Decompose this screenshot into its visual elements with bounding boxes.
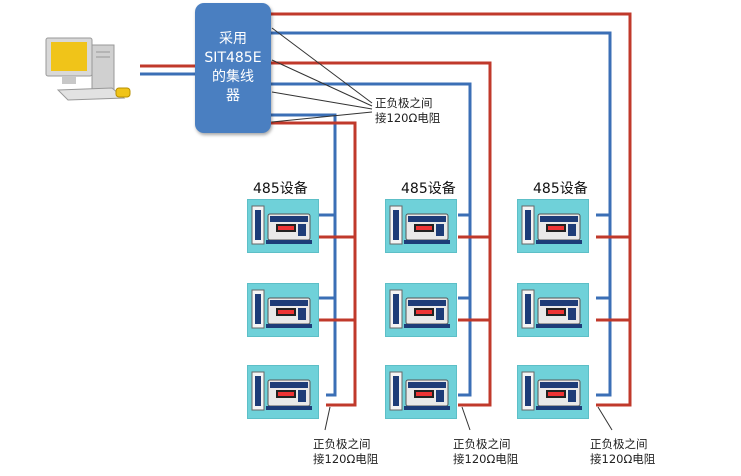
device-icon — [521, 289, 582, 329]
device-icon — [389, 371, 450, 411]
device-2-2 — [385, 283, 457, 337]
bottom-annotation-3-line-1: 正负极之间 — [590, 437, 648, 451]
hub-label-line-3: 的集线 — [212, 69, 254, 85]
group-2-title: 485设备 — [401, 181, 456, 197]
device-icon — [389, 205, 450, 245]
bottom-annotation-3-line-2: 接120Ω电阻 — [590, 452, 656, 466]
device-1-1 — [247, 199, 319, 253]
top-annotation-line-2: 接120Ω电阻 — [375, 111, 441, 125]
bottom-annotation-1: 正负极之间 接120Ω电阻 — [313, 437, 378, 467]
top-annotation-line-1: 正负极之间 — [375, 96, 433, 110]
device-3-2 — [517, 283, 589, 337]
device-icon — [521, 371, 582, 411]
bus2-blue — [270, 82, 472, 397]
bus1-red — [270, 121, 357, 407]
computer-icon — [45, 37, 131, 101]
group-3-title: 485设备 — [533, 181, 588, 197]
hub-label-line-4: 器 — [226, 88, 240, 104]
hub-label-line-1: 采用 — [219, 31, 247, 47]
bus3-red — [270, 12, 632, 407]
device-1-3 — [247, 365, 319, 419]
device-icon — [389, 289, 450, 329]
bottom-annotation-2-line-2: 接120Ω电阻 — [453, 452, 519, 466]
device-icon — [251, 205, 312, 245]
hub-box: 采用 SIT485E 的集线 器 — [195, 3, 271, 133]
bottom-annotation-3: 正负极之间 接120Ω电阻 — [590, 437, 655, 467]
device-2-1 — [385, 199, 457, 253]
bottom-annotation-1-line-2: 接120Ω电阻 — [313, 452, 379, 466]
device-icon — [251, 289, 312, 329]
bus2-red — [270, 61, 492, 407]
group-1-title: 485设备 — [253, 181, 308, 197]
hub-label-line-2: SIT485E — [204, 50, 262, 66]
device-2-3 — [385, 365, 457, 419]
pointer-line — [271, 27, 373, 104]
device-1-2 — [247, 283, 319, 337]
top-annotation: 正负极之间 接120Ω电阻 — [375, 96, 440, 126]
bottom-annotation-1-line-1: 正负极之间 — [313, 437, 371, 451]
device-icon — [521, 205, 582, 245]
bus1-blue — [270, 113, 337, 397]
device-icon — [251, 371, 312, 411]
bottom-annotation-2: 正负极之间 接120Ω电阻 — [453, 437, 518, 467]
bottom-annotation-2-line-1: 正负极之间 — [453, 437, 511, 451]
device-3-1 — [517, 199, 589, 253]
device-3-3 — [517, 365, 589, 419]
